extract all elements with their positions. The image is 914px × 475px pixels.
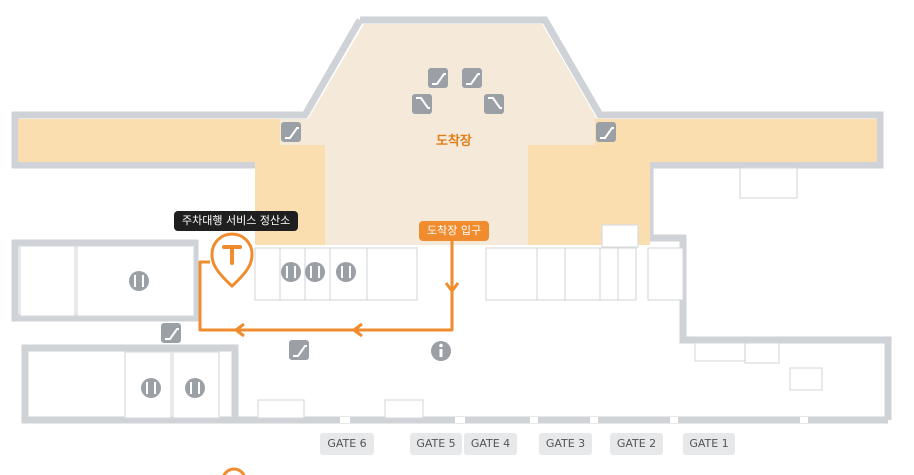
- escalator-icon: [484, 94, 504, 114]
- escalator-icons: [161, 68, 616, 360]
- arrival-hall-area: [18, 24, 877, 245]
- gate-6-label[interactable]: GATE 6: [320, 433, 374, 455]
- arrival-hall-label: 도착장: [436, 134, 472, 149]
- fork-knife-icon: [185, 378, 205, 398]
- info-icon: [431, 341, 451, 361]
- restaurant-icons: [129, 262, 356, 398]
- parking-settlement-label[interactable]: 주차대행 서비스 정산소: [174, 211, 299, 231]
- fork-knife-icon: [281, 262, 301, 282]
- escalator-icon: [596, 122, 616, 142]
- gate-4-label[interactable]: GATE 4: [464, 433, 517, 455]
- escalator-icon: [428, 68, 448, 88]
- fork-knife-icon: [336, 262, 356, 282]
- gate-5-label[interactable]: GATE 5: [410, 433, 462, 455]
- room-dividers: [279, 248, 619, 300]
- escalator-icon: [161, 323, 181, 343]
- fork-knife-icon: [129, 271, 149, 291]
- escalator-icon: [412, 94, 432, 114]
- escalator-icon: [281, 122, 301, 142]
- route-path: [198, 240, 460, 338]
- fork-knife-icon: [141, 378, 161, 398]
- gate-1-label[interactable]: GATE 1: [683, 433, 735, 455]
- gate-2-label[interactable]: GATE 2: [610, 433, 663, 455]
- arrival-entrance-label[interactable]: 도착장 입구: [419, 221, 490, 241]
- legend-marker: [222, 467, 246, 475]
- escalator-icon: [289, 340, 309, 360]
- fork-knife-icon: [305, 262, 325, 282]
- escalator-icon: [462, 68, 482, 88]
- valet-pin-icon[interactable]: [210, 232, 254, 289]
- gate-3-label[interactable]: GATE 3: [539, 433, 592, 455]
